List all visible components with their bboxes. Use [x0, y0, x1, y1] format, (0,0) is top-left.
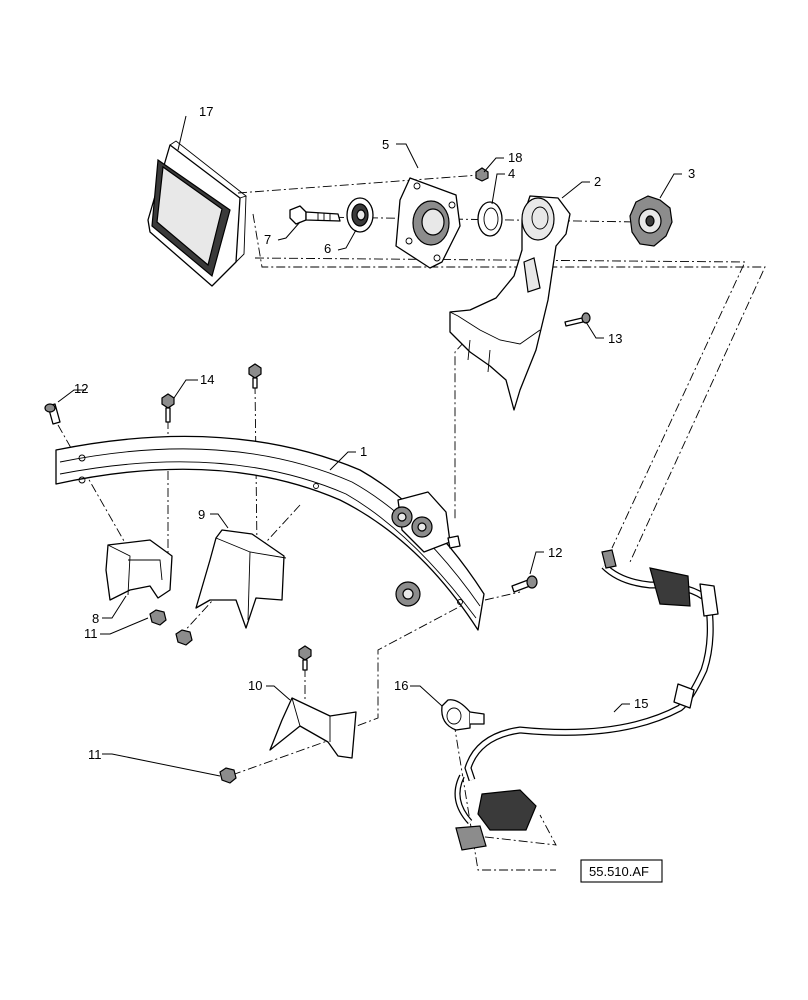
snap-ring — [477, 201, 503, 237]
arm-bracket — [449, 195, 571, 411]
knob — [629, 195, 673, 247]
callout-12-upper: 12 — [74, 381, 88, 396]
callout-6: 6 — [324, 241, 331, 256]
callout-14: 14 — [200, 372, 214, 387]
mounting-plate — [395, 177, 461, 269]
callout-3: 3 — [688, 166, 695, 181]
reference-box: 55.510.AF — [580, 859, 663, 883]
callout-16: 16 — [394, 678, 408, 693]
callout-17: 17 — [199, 104, 213, 119]
flange-bolt-lower — [298, 645, 312, 671]
flange-bolt-14 — [161, 393, 175, 423]
callout-8: 8 — [92, 611, 99, 626]
callout-11-lower: 11 — [88, 747, 102, 762]
nut-bracket-9 — [175, 629, 193, 646]
callout-11-upper: 11 — [84, 626, 98, 641]
callout-4: 4 — [508, 166, 515, 181]
roller-carriage — [391, 491, 461, 607]
bracket-9 — [195, 529, 287, 629]
callout-15: 15 — [634, 696, 648, 711]
leader-lines — [57, 115, 682, 777]
callout-labels: 17 5 18 4 2 3 7 6 13 12 14 1 9 12 8 11 1… — [74, 104, 695, 762]
callout-10: 10 — [248, 678, 262, 693]
callout-13: 13 — [608, 331, 622, 346]
bolt — [289, 205, 341, 225]
callout-1: 1 — [360, 444, 367, 459]
clamp — [441, 699, 485, 731]
callout-18: 18 — [508, 150, 522, 165]
screw-12-left — [44, 403, 61, 425]
callout-7: 7 — [264, 232, 271, 247]
ratchet-wheel — [346, 197, 374, 233]
nut-11-lower — [219, 767, 237, 784]
callout-9: 9 — [198, 507, 205, 522]
display-monitor — [147, 140, 247, 287]
wire-harness — [454, 549, 719, 851]
callout-12-right: 12 — [548, 545, 562, 560]
flange-bolt-upper — [248, 363, 262, 389]
screw-12-right — [511, 575, 538, 593]
bracket-10 — [269, 697, 357, 759]
callout-2: 2 — [594, 174, 601, 189]
callout-5: 5 — [382, 137, 389, 152]
screw-13 — [564, 312, 591, 327]
nut-11-upper — [149, 609, 167, 626]
bracket-8 — [105, 539, 173, 601]
reference-label: 55.510.AF — [589, 864, 649, 879]
curved-rail — [55, 435, 485, 631]
